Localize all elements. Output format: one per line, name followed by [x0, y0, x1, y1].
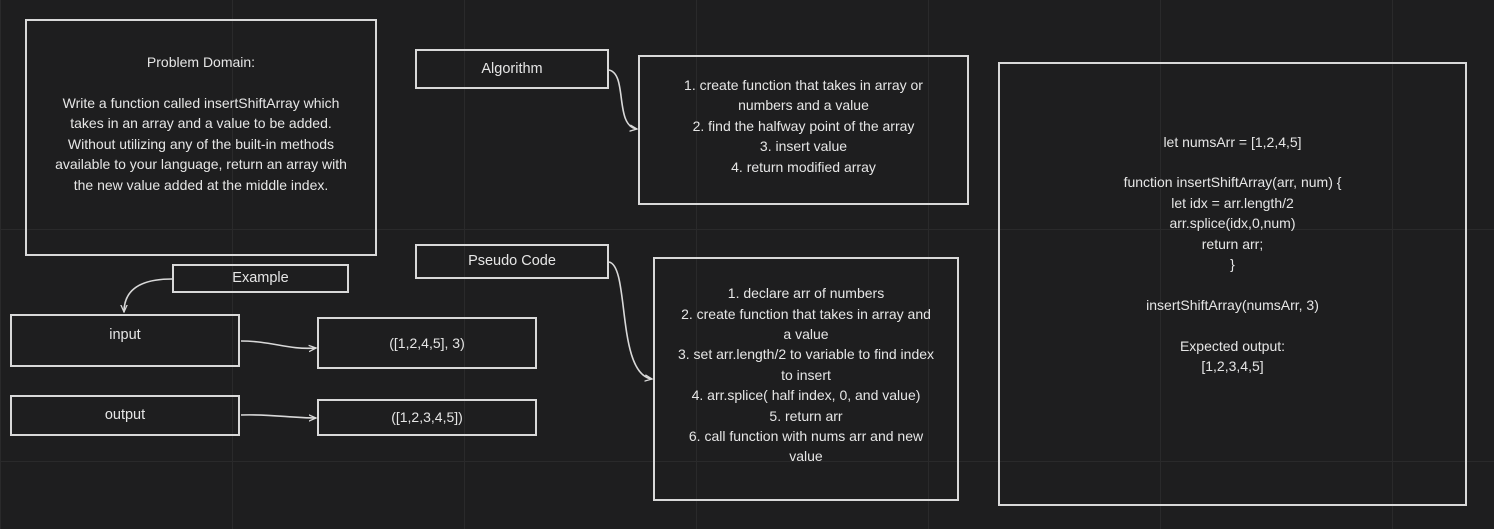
pseudo-code-label-box[interactable]: Pseudo Code: [415, 244, 609, 279]
output-value: ([1,2,3,4,5]): [391, 409, 463, 426]
output-value-box[interactable]: ([1,2,3,4,5]): [317, 399, 537, 436]
algorithm-label: Algorithm: [481, 60, 543, 77]
output-label-box[interactable]: output: [10, 395, 240, 436]
arrow-pseudo-to-steps: [608, 261, 652, 379]
arrow-algorithm-to-steps: [608, 69, 637, 129]
pseudo-code-steps-text: 1. declare arr of numbers 2. create func…: [677, 285, 935, 465]
input-value: ([1,2,4,5], 3): [389, 334, 465, 351]
arrow-input-to-value: [240, 340, 316, 348]
pseudo-code-steps-box[interactable]: 1. declare arr of numbers 2. create func…: [653, 257, 959, 501]
algorithm-label-box[interactable]: Algorithm: [415, 49, 609, 89]
input-label: input: [109, 327, 141, 344]
input-label-box[interactable]: input: [10, 314, 240, 367]
code-box[interactable]: let numsArr = [1,2,4,5] function insertS…: [998, 62, 1467, 506]
input-value-box[interactable]: ([1,2,4,5], 3): [317, 317, 537, 369]
algorithm-steps-box[interactable]: 1. create function that takes in array o…: [638, 55, 969, 205]
output-label: output: [104, 407, 146, 424]
arrow-example-to-input: [124, 278, 173, 312]
algorithm-steps-text: 1. create function that takes in array o…: [684, 76, 923, 175]
example-label-box[interactable]: Example: [172, 264, 349, 293]
problem-domain-box[interactable]: Problem Domain: Write a function called …: [25, 19, 377, 256]
example-label: Example: [232, 270, 289, 287]
code-text: let numsArr = [1,2,4,5] function insertS…: [1123, 133, 1342, 375]
arrow-output-to-value: [240, 414, 316, 418]
problem-domain-text: Problem Domain: Write a function called …: [55, 54, 347, 193]
pseudo-code-label: Pseudo Code: [468, 253, 556, 270]
